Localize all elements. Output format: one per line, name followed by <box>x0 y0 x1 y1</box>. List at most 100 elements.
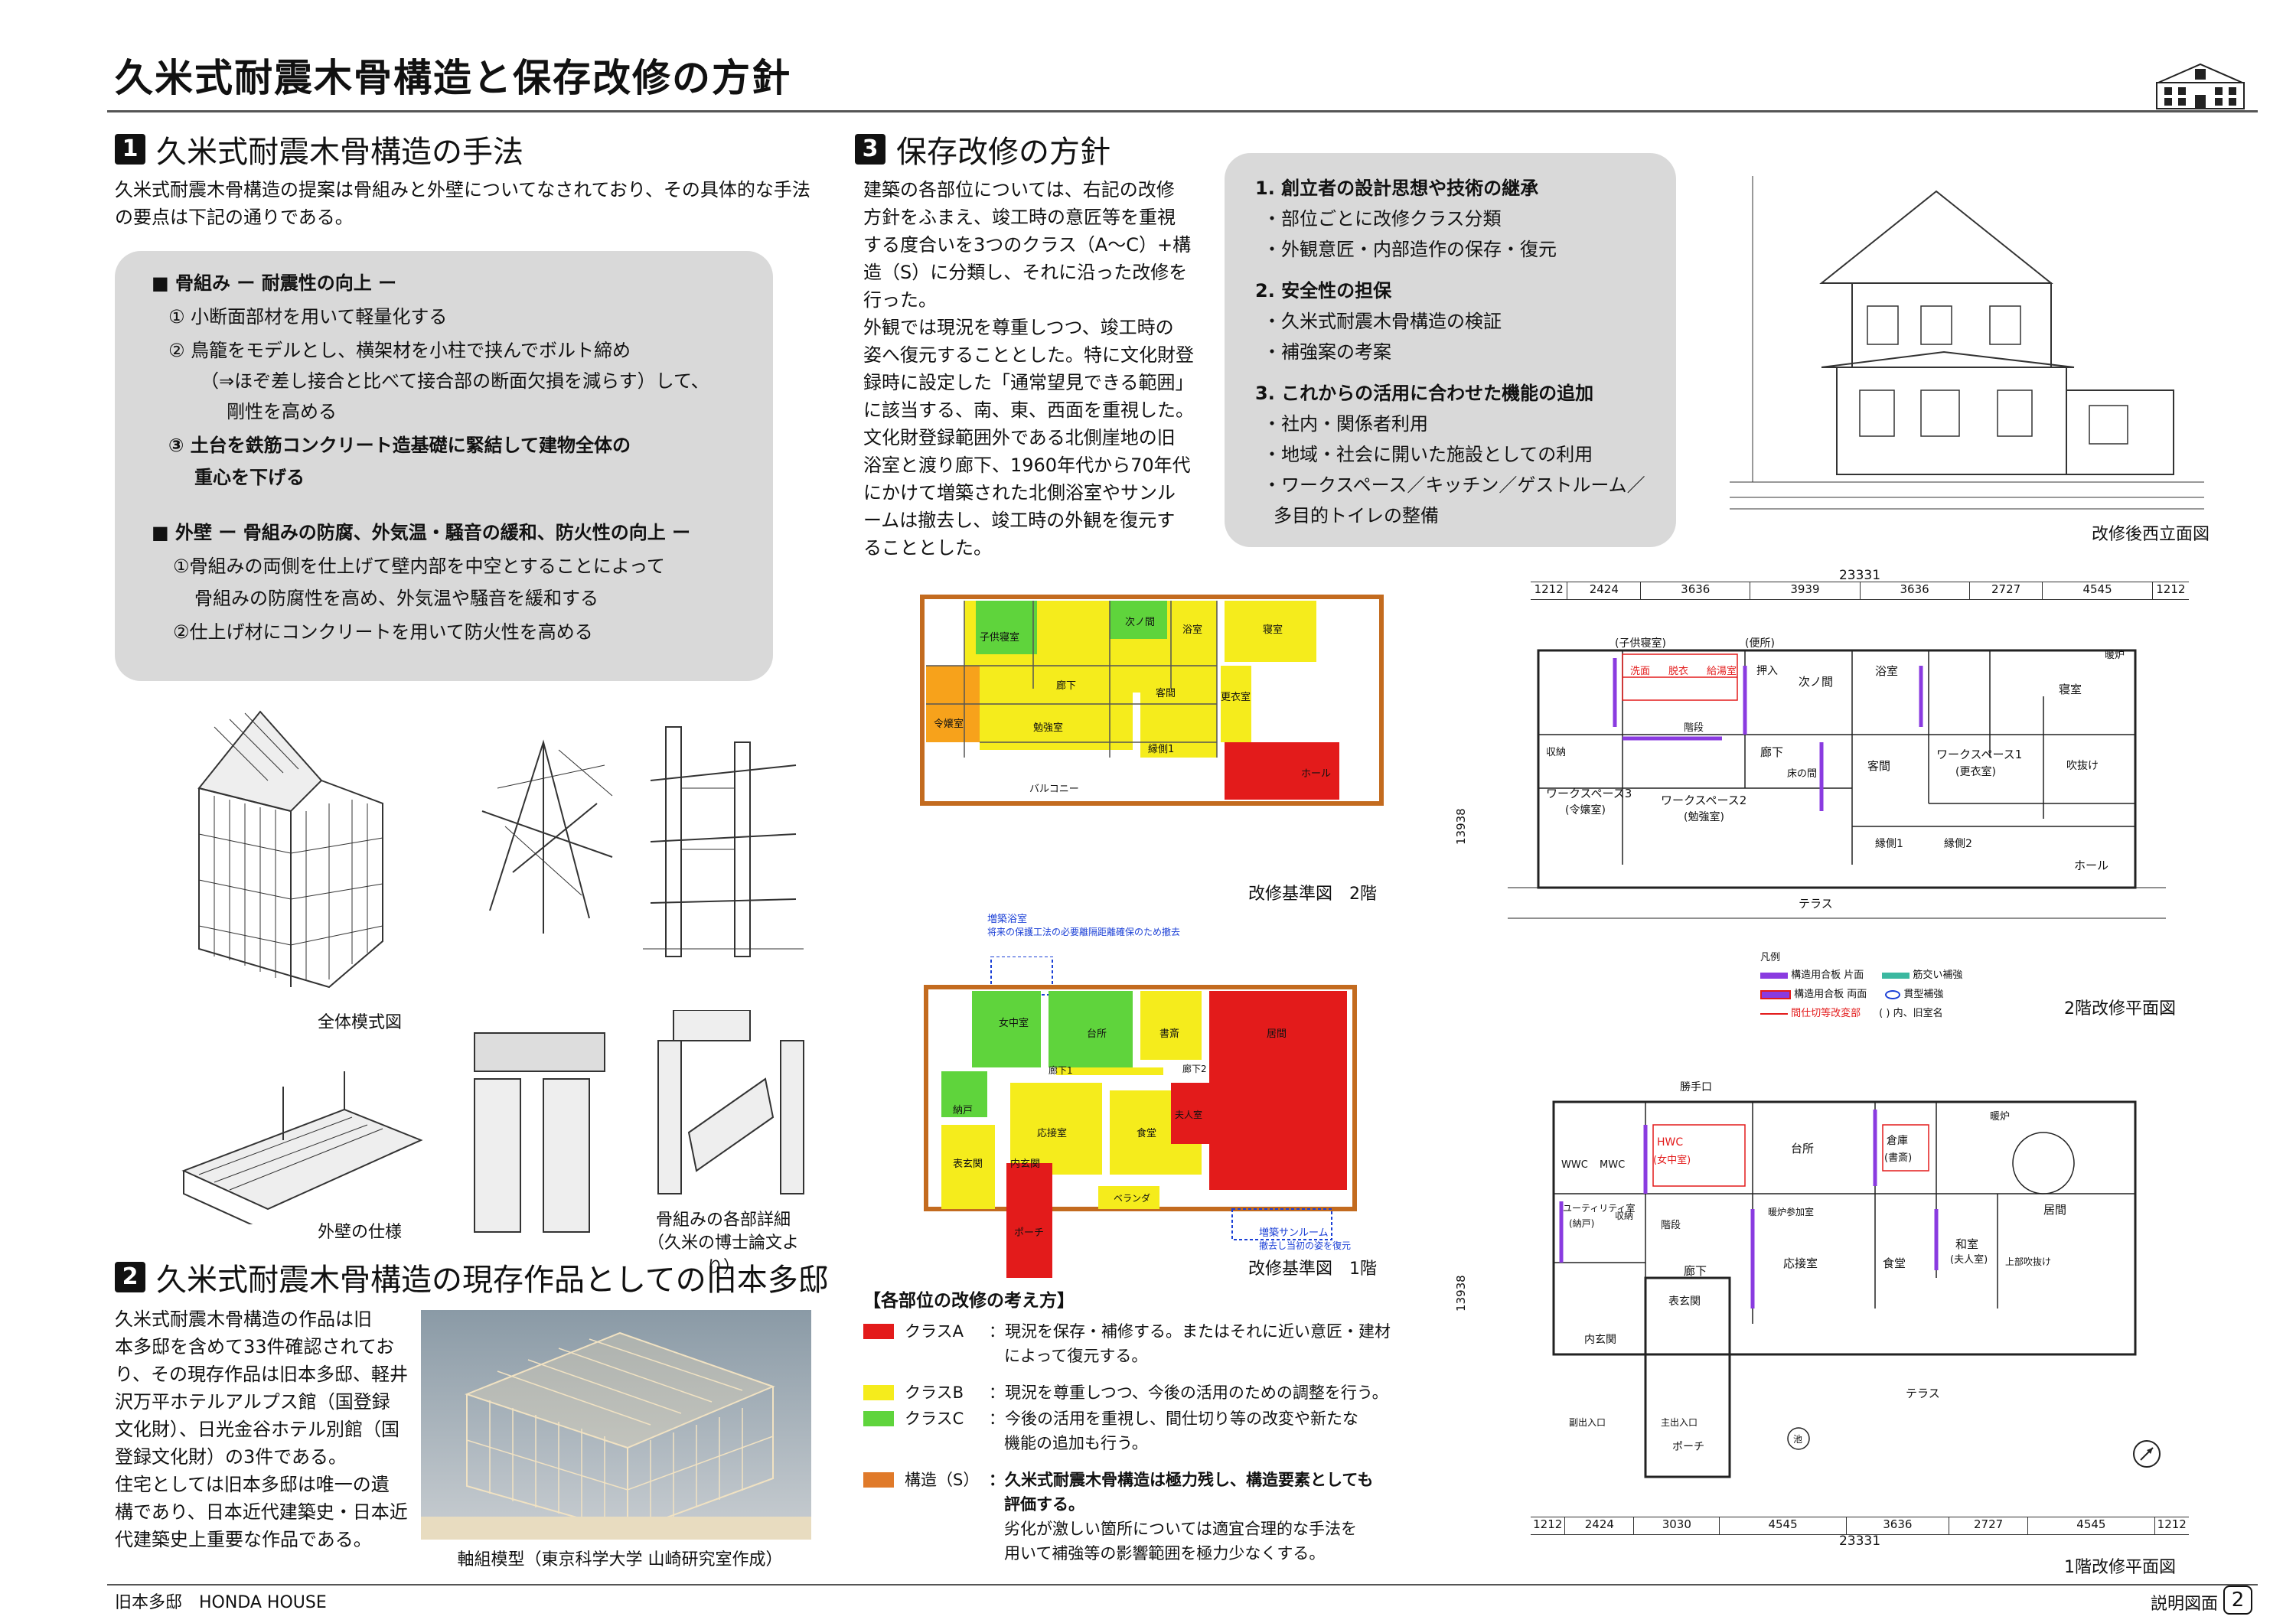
f2-room: ワークスペース1 <box>1936 748 2023 761</box>
sunroom-note-title: 増築サンルーム <box>1259 1227 1329 1239</box>
legend-row-class-b: クラスB ：現況を尊重しつつ、今後の活用のための調整を行う。 <box>863 1380 1414 1405</box>
floorplan-legend-row: 間仕切等改変部 ( ) 内、旧室名 <box>1760 1005 2036 1019</box>
structure-swatch <box>863 1472 894 1488</box>
section2-body: 久米式耐震木骨構造の作品は旧 本多邸を含めて33件確認されてお り、その現存作品… <box>115 1305 413 1553</box>
section3-line: 姿へ復元することとした。特に文化財登 <box>863 344 1194 366</box>
bath-note: 増築浴室 将来の保護工法の必要離隔距離確保のため撤去 <box>987 911 1278 949</box>
f1-room: 応接室 <box>1783 1256 1818 1270</box>
bath-note-sub: 将来の保護工法の必要離隔距離確保のため撤去 <box>987 927 1181 937</box>
policy-box: 1. 創立者の設計思想や技術の継承 ・部位ごとに改修クラス分類 ・外観意匠・内部… <box>1225 153 1676 547</box>
policy-2b: ・補強案の考案 <box>1263 341 1391 363</box>
section1-heading: 1 久米式耐震木骨構造の手法 <box>115 127 523 171</box>
dim: 4545 <box>1720 1517 1847 1534</box>
plan1-room-label: ベランダ <box>1114 1193 1151 1204</box>
f2-room: 洗面 <box>1630 666 1651 677</box>
legend-text: 間仕切等改変部 <box>1791 1008 1861 1019</box>
f2-room: ホール <box>2074 859 2109 872</box>
section3-line: ることとした。 <box>863 537 992 559</box>
section2-number: 2 <box>115 1262 145 1292</box>
f2-room: (便所) <box>1745 637 1775 650</box>
plan1-room-label: 台所 <box>1087 1028 1107 1040</box>
section3-line: 行った。 <box>863 289 937 311</box>
section3-line: 造（S）に分類し、それに沿った改修を <box>863 262 1188 283</box>
policy-3d: 多目的トイレの整備 <box>1274 505 1439 526</box>
dim: 3636 <box>1641 582 1751 599</box>
legend-desc-line: ：久米式耐震木骨構造は極力残し、構造要素としても <box>989 1471 1374 1489</box>
policy-3c: ・ワークスペース／キッチン／ゲストルーム／ <box>1263 474 1645 496</box>
f1-room: 倉庫 <box>1887 1135 1908 1147</box>
f2-room: 縁側2 <box>1944 838 1972 850</box>
footer-rule <box>107 1584 2258 1586</box>
plan1-room-label: 食堂 <box>1137 1128 1157 1139</box>
plan1-room-label: 居間 <box>1267 1028 1287 1040</box>
f2-room: (令嬢室) <box>1565 804 1606 816</box>
plan2-room-label: バルコニー <box>1029 784 1079 795</box>
joint-sketch-2 <box>635 719 811 972</box>
class-legend: クラスA ：現況を保存・補修する。またはそれに近い意匠・建材によって復元する。 … <box>863 1319 1414 1566</box>
overall-frame-drawing <box>153 696 429 1002</box>
section1-title: 久米式耐震木骨構造の手法 <box>156 135 523 170</box>
section2-line: 文化財）、日光金谷ホテル別館（国 <box>115 1419 400 1440</box>
page-number: 2 <box>2223 1586 2252 1615</box>
wall-spec-drawing <box>115 1056 429 1233</box>
header-rule <box>107 110 2258 112</box>
f2-room: 次ノ間 <box>1799 675 1834 689</box>
floor1-side-total: 13938 <box>1454 1275 1468 1312</box>
plan2-room-label: 浴室 <box>1182 624 1203 636</box>
legend-item-plywood-double: 構造用合板 両面 <box>1760 986 1867 1000</box>
overall-caption: 全体模式図 <box>317 1013 402 1032</box>
floorplan-legend: 凡例 構造用合板 片面 筋交い補強 構造用合板 両面 貫型補強 間仕切等改変部 … <box>1760 949 2036 1033</box>
f2-room: 給湯室 <box>1707 666 1737 677</box>
section1-intro: 久米式耐震木骨構造の提案は骨組みと外壁についてなされており、その具体的な手法の要… <box>115 179 810 228</box>
footer-sheet-label: 説明図面 <box>2151 1595 2219 1614</box>
f1-room: 収納 <box>1615 1211 1634 1221</box>
frame-heading: ■ 骨組み ー 耐震性の向上 ー <box>152 272 397 294</box>
f1-room: 階段 <box>1661 1220 1681 1231</box>
legend-item-nuki: 貫型補強 <box>1885 986 1943 1000</box>
f1-room: 上部吹抜け <box>2005 1256 2052 1267</box>
legend-item-plywood-single: 構造用合板 片面 <box>1760 966 1864 981</box>
f1-room: 和室 <box>1955 1237 1979 1251</box>
plan2-room-label: 廊下 <box>1056 680 1077 692</box>
dim: 4545 <box>2043 582 2153 599</box>
policy-1b: ・外観意匠・内部造作の保存・復元 <box>1263 239 1557 260</box>
elevation-caption: 改修後西立面図 <box>2091 525 2210 544</box>
f2-room: 縁側1 <box>1875 838 1903 850</box>
section3-line: に該当する、南、東、西面を重視した。 <box>863 399 1194 421</box>
dim: 2727 <box>1949 1517 2029 1534</box>
frame-item-1: ① 小断面部材を用いて軽量化する <box>168 306 448 328</box>
class-plan-2f: 子供寝室 次ノ間 浴室 寝室 廊下 客間 更衣室 令嬢室 勉強室 縁側1 ホール… <box>880 582 1393 842</box>
section3-title: 保存改修の方針 <box>896 135 1110 170</box>
plan2-room-label: 寝室 <box>1263 624 1283 636</box>
f1-room: HWC <box>1657 1136 1684 1149</box>
plan2-room-label: 次ノ間 <box>1125 617 1156 628</box>
frame-model-photo <box>421 1310 811 1540</box>
f1-room: 池 <box>1793 1434 1803 1445</box>
f2-room: 脱衣 <box>1668 666 1689 677</box>
legend-desc-line: 劣化が激しい箇所については適宜合理的な手法を <box>1004 1520 1357 1538</box>
wall-item-2: ②仕上げ材にコンクリートを用いて防火性を高める <box>173 621 593 643</box>
section1-number: 1 <box>115 134 145 165</box>
plan1-room-label: 表玄関 <box>953 1159 983 1170</box>
floor2-caption: 2階改修平面図 <box>2064 999 2176 1018</box>
plan1-room-label: 廊下1 <box>1049 1065 1073 1076</box>
policy-3b: ・地域・社会に開いた施設としての利用 <box>1263 444 1593 465</box>
dim: 2727 <box>1970 582 2043 599</box>
joint-sketch-1 <box>467 719 628 949</box>
detail-caption-1: 骨組みの各部詳細 <box>655 1211 791 1230</box>
sunroom-note-sub: 撤去し当初の姿を復元 <box>1259 1240 1352 1251</box>
f1-room: 勝手口 <box>1680 1081 1712 1093</box>
policy-3: 3. これからの活用に合わせた機能の追加 <box>1255 383 1594 404</box>
floor2-plan: (子供寝室) (便所) 洗面 脱衣 給湯室 押入 次ノ間 浴室 寝室 暖炉 収納… <box>1492 635 2181 987</box>
legend-row-structure: 構造（S） ：久米式耐震木骨構造は極力残し、構造要素としても評価する。劣化が激し… <box>863 1468 1414 1566</box>
f1-room: 表玄関 <box>1668 1295 1701 1308</box>
f2-room: 浴室 <box>1875 664 1899 678</box>
legend-item-partition: 間仕切等改変部 <box>1760 1005 1861 1019</box>
f2-room: テラス <box>1799 897 1833 911</box>
section2-line: 本多邸を含めて33件確認されてお <box>115 1336 395 1357</box>
f2-room: 収納 <box>1546 747 1567 758</box>
f1-room: MWC <box>1600 1159 1626 1171</box>
floor2-side-total: 13938 <box>1454 808 1468 845</box>
policy-1: 1. 創立者の設計思想や技術の継承 <box>1255 178 1539 199</box>
floor1-caption: 1階改修平面図 <box>2064 1558 2176 1577</box>
